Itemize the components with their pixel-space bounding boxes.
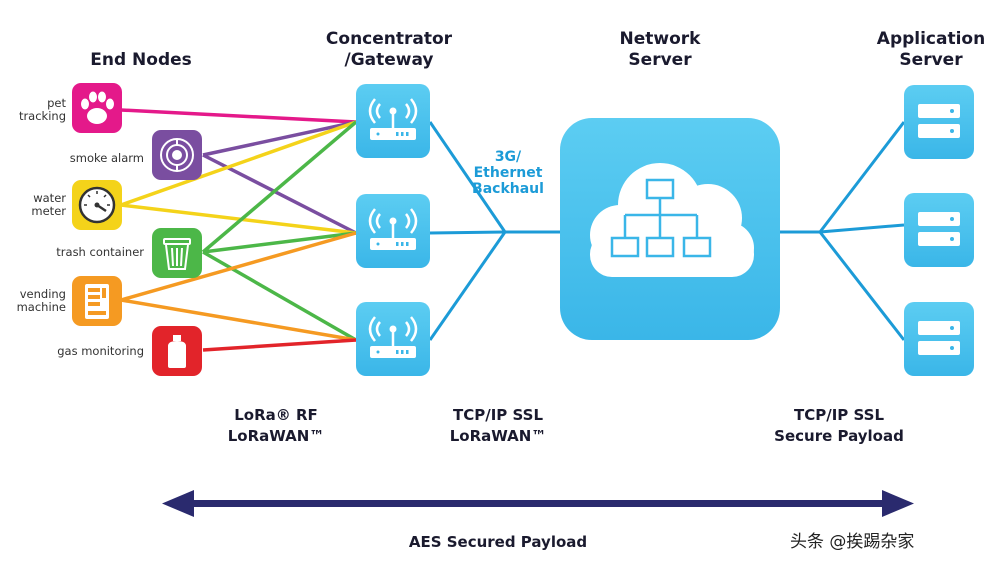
antenna-icon [368, 208, 418, 238]
link-hub-to-app1 [818, 121, 906, 233]
link-gas-to-gw3 [202, 338, 357, 352]
end-node-gas-monitoring [152, 326, 202, 376]
protocol-middle-line2: LoRaWAN™ [450, 427, 547, 445]
app-server-1 [904, 85, 974, 159]
link-gw1-to-hub [428, 121, 507, 233]
backhaul-links [428, 121, 906, 341]
trash-bin-icon [163, 238, 191, 270]
gateway-3 [356, 302, 430, 376]
network-server [560, 118, 780, 340]
protocol-right-line2: Secure Payload [774, 427, 904, 445]
protocol-left-line1: LoRa® RF [234, 406, 318, 424]
smoke-alarm-icon [160, 138, 194, 172]
link-trash-to-gw1 [201, 120, 358, 254]
node-label-trash: trash container [56, 245, 144, 259]
gateway-1 [356, 84, 430, 158]
protocol-middle-line1: TCP/IP SSL [453, 406, 543, 424]
end-node-water-meter [72, 180, 122, 230]
node-label-vending-line1: vending [20, 287, 66, 301]
link-water-to-gw1 [120, 120, 357, 207]
backhaul-label-line1: 3G/ [495, 149, 522, 165]
protocol-left-line2: LoRaWAN™ [228, 427, 325, 445]
header-app-server-line2: Server [899, 50, 963, 70]
router-icon [370, 128, 416, 140]
end-node-vending-machine [72, 276, 122, 326]
rf-links [120, 108, 358, 352]
backhaul-label-line3: Backhaul [472, 181, 544, 197]
link-smoke-to-gw1 [202, 120, 357, 157]
header-network-server-line2: Server [628, 50, 692, 70]
node-label-smoke: smoke alarm [70, 151, 144, 165]
protocol-right-line1: TCP/IP SSL [794, 406, 884, 424]
link-water-to-gw2 [120, 203, 357, 235]
backhaul-label-line2: Ethernet [474, 165, 543, 181]
vending-machine-icon [85, 284, 109, 319]
server-rack-icon [918, 104, 960, 138]
header-gateway-line1: Concentrator [326, 29, 453, 49]
gateway-2 [356, 194, 430, 268]
header-network-server-line1: Network [620, 29, 702, 49]
aes-label: AES Secured Payload [409, 533, 587, 551]
node-label-vending-line2: machine [17, 300, 66, 314]
node-label-pet-line2: tracking [19, 109, 66, 123]
node-label-gas: gas monitoring [57, 344, 144, 358]
end-node-pet-tracking [72, 83, 122, 133]
link-trash-to-gw3 [202, 250, 357, 342]
aes-double-arrow [162, 490, 914, 517]
link-gw3-to-hub [428, 231, 507, 341]
gas-tank-icon [168, 335, 186, 368]
server-rack-icon [918, 212, 960, 246]
end-node-smoke-alarm [152, 130, 202, 180]
link-vending-to-gw2 [120, 231, 357, 302]
hierarchy-icon [610, 178, 712, 258]
link-trash-to-gw2 [202, 231, 357, 254]
paw-icon [81, 91, 114, 124]
app-server-2 [904, 193, 974, 267]
antenna-dot [389, 107, 397, 115]
node-label-water-line2: meter [31, 204, 66, 218]
header-app-server-line1: Application [877, 29, 985, 49]
meter-gauge-icon [78, 186, 116, 224]
link-gw2-to-hub [429, 230, 506, 235]
link-hub-to-app3 [818, 231, 906, 341]
router-icon [370, 346, 416, 358]
server-rack-icon [918, 321, 960, 355]
node-label-water-line1: water [33, 191, 66, 205]
link-pet-to-gw1 [120, 108, 357, 124]
app-server-3 [904, 302, 974, 376]
link-hub-to-app2 [819, 223, 905, 234]
watermark: 头条 @挨踢杂家 [790, 532, 914, 552]
link-vending-to-gw3 [120, 298, 357, 342]
antenna-icon [368, 98, 418, 128]
antenna-dot [389, 217, 397, 225]
antenna-icon [368, 316, 418, 346]
node-label-pet-line1: pet [47, 96, 66, 110]
header-end-nodes: End Nodes [90, 50, 192, 70]
router-icon [370, 238, 416, 250]
header-gateway-line2: /Gateway [344, 50, 433, 70]
antenna-dot [389, 325, 397, 333]
end-node-trash-container [152, 228, 202, 278]
